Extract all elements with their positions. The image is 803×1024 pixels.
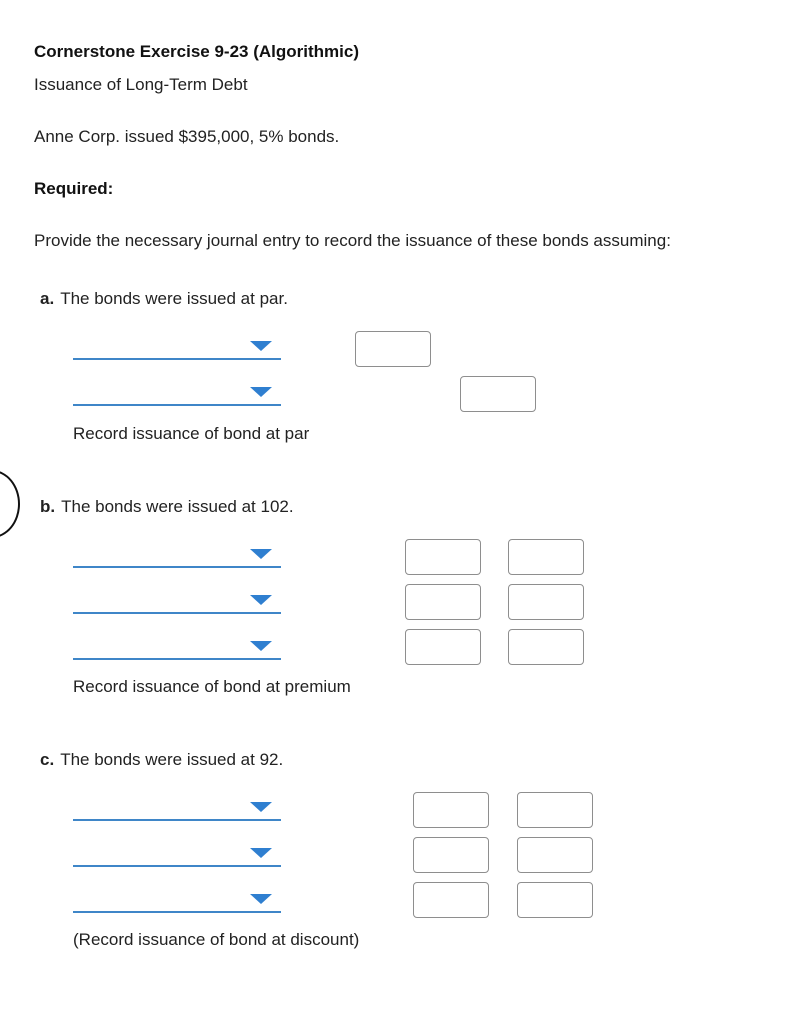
part-c-row-2-credit-input[interactable] xyxy=(517,837,593,873)
part-c-memo: (Record issuance of bond at discount) xyxy=(73,930,360,949)
part-a-text: The bonds were issued at par. xyxy=(60,289,288,308)
part-b-row-2-account-dropdown[interactable] xyxy=(73,586,281,614)
required-label: Required: xyxy=(34,179,114,198)
part-b-row-1-credit-input[interactable] xyxy=(508,539,584,575)
part-b-row-1-debit-input[interactable] xyxy=(405,539,481,575)
dropdown-arrow-icon xyxy=(250,641,272,651)
dropdown-arrow-icon xyxy=(250,549,272,559)
dropdown-arrow-icon xyxy=(250,848,272,858)
dropdown-arrow-icon xyxy=(250,595,272,605)
part-b-row-3-credit-input[interactable] xyxy=(508,629,584,665)
part-a-memo: Record issuance of bond at par xyxy=(73,424,310,443)
part-c-text: The bonds were issued at 92. xyxy=(60,750,284,769)
part-a-row-1-account-dropdown[interactable] xyxy=(73,332,281,360)
part-a-row-1-debit-input[interactable] xyxy=(355,331,431,367)
dropdown-arrow-icon xyxy=(250,387,272,397)
part-a-row-2-credit-input[interactable] xyxy=(460,376,536,412)
dropdown-arrow-icon xyxy=(250,341,272,351)
part-a-letter: a. xyxy=(40,289,55,308)
part-b-row-2-debit-input[interactable] xyxy=(405,584,481,620)
problem-statement: Anne Corp. issued $395,000, 5% bonds. xyxy=(34,127,340,146)
part-b-row-2-credit-input[interactable] xyxy=(508,584,584,620)
cursor-circle-marker xyxy=(0,470,20,538)
part-a-row-2-account-dropdown[interactable] xyxy=(73,378,281,406)
dropdown-arrow-icon xyxy=(250,894,272,904)
part-b-label: b. The bonds were issued at 102. xyxy=(40,497,294,517)
exercise-subtitle: Issuance of Long-Term Debt xyxy=(34,75,248,94)
part-c-row-2-account-dropdown[interactable] xyxy=(73,839,281,867)
part-c-label: c. The bonds were issued at 92. xyxy=(40,750,283,770)
part-c-letter: c. xyxy=(40,750,55,769)
part-c-row-3-debit-input[interactable] xyxy=(413,882,489,918)
part-b-row-3-account-dropdown[interactable] xyxy=(73,632,281,660)
part-b-memo: Record issuance of bond at premium xyxy=(73,677,351,696)
part-c-row-2-debit-input[interactable] xyxy=(413,837,489,873)
part-a-label: a. The bonds were issued at par. xyxy=(40,289,288,309)
part-c-row-3-credit-input[interactable] xyxy=(517,882,593,918)
part-c-row-3-account-dropdown[interactable] xyxy=(73,885,281,913)
part-b-text: The bonds were issued at 102. xyxy=(61,497,294,516)
exercise-title: Cornerstone Exercise 9-23 (Algorithmic) xyxy=(34,42,359,61)
part-c-row-1-account-dropdown[interactable] xyxy=(73,793,281,821)
instruction-text: Provide the necessary journal entry to r… xyxy=(34,231,671,250)
part-b-row-1-account-dropdown[interactable] xyxy=(73,540,281,568)
part-c-row-1-debit-input[interactable] xyxy=(413,792,489,828)
part-b-letter: b. xyxy=(40,497,56,516)
dropdown-arrow-icon xyxy=(250,802,272,812)
part-c-row-1-credit-input[interactable] xyxy=(517,792,593,828)
part-b-row-3-debit-input[interactable] xyxy=(405,629,481,665)
